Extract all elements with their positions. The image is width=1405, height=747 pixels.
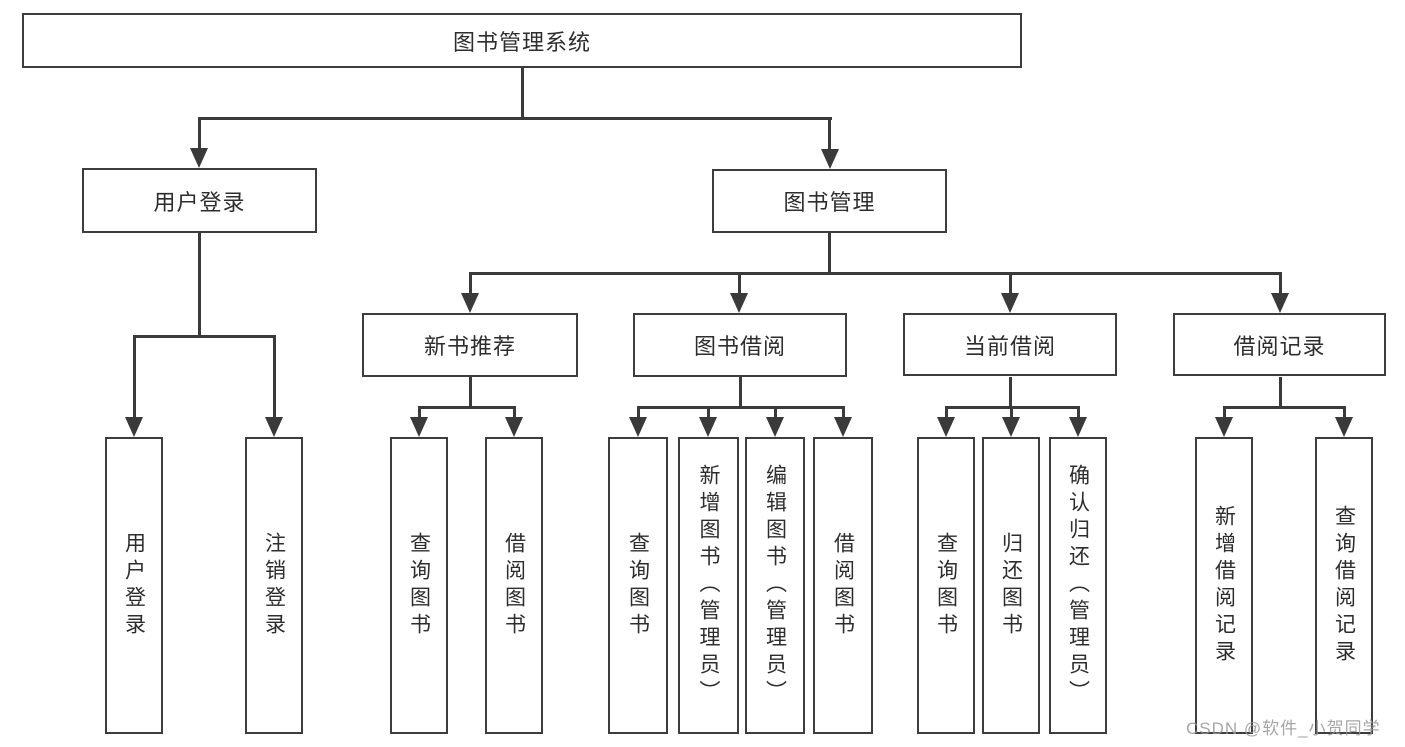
leaf-current-query-book: 查询图书 xyxy=(917,437,975,734)
connector-line xyxy=(706,406,710,419)
leaf-borrow-borrow-book: 借阅图书 xyxy=(813,437,873,734)
leaf-label: 编辑图书（管理员） xyxy=(763,464,787,707)
leaf-label: 借阅图书 xyxy=(502,531,526,640)
node-book-borrow: 图书借阅 xyxy=(633,313,847,377)
leaf-record-query-borrow-record: 查询借阅记录 xyxy=(1315,437,1373,734)
arrow-down-icon xyxy=(461,293,479,313)
arrow-down-icon xyxy=(125,417,143,437)
connector-line xyxy=(512,406,516,419)
arrow-down-icon xyxy=(1001,293,1019,313)
arrow-down-icon xyxy=(629,417,647,437)
leaf-current-confirm-return-admin: 确认归还（管理员） xyxy=(1049,437,1107,734)
arrow-down-icon xyxy=(1002,417,1020,437)
leaf-borrow-edit-book-admin: 编辑图书（管理员） xyxy=(745,437,805,734)
leaf-logout: 注销登录 xyxy=(245,437,303,734)
connector-line xyxy=(197,117,832,120)
arrow-down-icon xyxy=(1335,417,1353,437)
connector-line xyxy=(468,272,1282,275)
connector-line xyxy=(636,406,845,409)
connector-line xyxy=(636,406,640,419)
leaf-recommend-query-book: 查询图书 xyxy=(390,437,448,734)
leaf-borrow-query-book: 查询图书 xyxy=(608,437,668,734)
arrow-down-icon xyxy=(1069,417,1087,437)
connector-line xyxy=(417,406,516,409)
connector-line xyxy=(773,406,777,419)
leaf-label: 注销登录 xyxy=(262,531,286,640)
arrow-down-icon xyxy=(937,417,955,437)
node-label: 用户登录 xyxy=(153,189,246,215)
leaf-current-return-book: 归还图书 xyxy=(982,437,1040,734)
connector-line xyxy=(1278,377,1282,408)
leaf-label: 新增借阅记录 xyxy=(1212,504,1236,667)
leaf-label: 归还图书 xyxy=(999,531,1023,640)
connector-line xyxy=(520,68,524,119)
arrow-down-icon xyxy=(1215,417,1233,437)
connector-line xyxy=(132,335,276,338)
leaf-label: 查询借阅记录 xyxy=(1332,504,1356,667)
arrow-down-icon xyxy=(505,417,523,437)
node-borrow-record: 借阅记录 xyxy=(1173,313,1386,376)
leaf-record-add-borrow-record: 新增借阅记录 xyxy=(1195,437,1253,734)
leaf-label: 借阅图书 xyxy=(831,531,855,640)
leaf-label: 查询图书 xyxy=(934,531,958,640)
connector-line xyxy=(417,406,421,419)
connector-line xyxy=(1222,406,1226,419)
node-root-system: 图书管理系统 xyxy=(22,13,1022,68)
connector-line xyxy=(468,272,472,295)
node-label: 图书管理 xyxy=(783,190,876,215)
connector-line xyxy=(468,377,472,408)
connector-line xyxy=(828,117,831,151)
connector-line xyxy=(132,335,136,419)
connector-line xyxy=(1222,406,1346,409)
node-label: 借阅记录 xyxy=(1233,333,1326,359)
leaf-label: 查询图书 xyxy=(407,531,431,640)
arrow-down-icon xyxy=(834,417,852,437)
connector-line xyxy=(272,335,276,419)
node-label: 图书管理系统 xyxy=(452,29,591,55)
connector-line xyxy=(197,117,201,150)
connector-line xyxy=(737,272,741,295)
leaf-label: 新增图书（管理员） xyxy=(697,464,720,707)
arrow-down-icon xyxy=(1271,293,1289,313)
connector-line xyxy=(1008,272,1012,295)
csdn-watermark: CSDN @软件_小贺同学 xyxy=(1186,719,1381,738)
leaf-borrow-add-book-admin: 新增图书（管理员） xyxy=(678,437,739,734)
connector-line xyxy=(828,233,831,275)
node-label: 新书推荐 xyxy=(423,334,516,359)
arrow-down-icon xyxy=(699,417,717,437)
node-current-borrow: 当前借阅 xyxy=(903,313,1117,376)
arrow-down-icon xyxy=(820,149,839,169)
leaf-user-login: 用户登录 xyxy=(105,437,163,734)
node-new-book-recommend: 新书推荐 xyxy=(362,313,578,377)
arrow-down-icon xyxy=(410,417,428,437)
connector-line xyxy=(944,406,948,419)
arrow-down-icon xyxy=(190,148,208,168)
arrow-down-icon xyxy=(766,417,784,437)
arrow-down-icon xyxy=(265,417,283,437)
connector-line xyxy=(1278,272,1282,295)
node-book-management: 图书管理 xyxy=(712,169,947,233)
leaf-recommend-borrow-book: 借阅图书 xyxy=(485,437,543,734)
connector-line xyxy=(1009,406,1013,419)
connector-line xyxy=(841,406,845,419)
leaf-label: 用户登录 xyxy=(122,531,146,640)
node-label: 图书借阅 xyxy=(693,334,786,359)
node-label: 当前借阅 xyxy=(963,333,1056,359)
arrow-down-icon xyxy=(730,293,748,313)
connector-line xyxy=(1342,406,1346,419)
connector-line xyxy=(1008,377,1012,408)
connector-line xyxy=(1076,406,1080,419)
leaf-label: 查询图书 xyxy=(626,531,650,640)
connector-line xyxy=(197,233,201,338)
node-user-login: 用户登录 xyxy=(82,168,317,233)
leaf-label: 确认归还（管理员） xyxy=(1066,464,1090,707)
connector-line xyxy=(738,377,742,408)
